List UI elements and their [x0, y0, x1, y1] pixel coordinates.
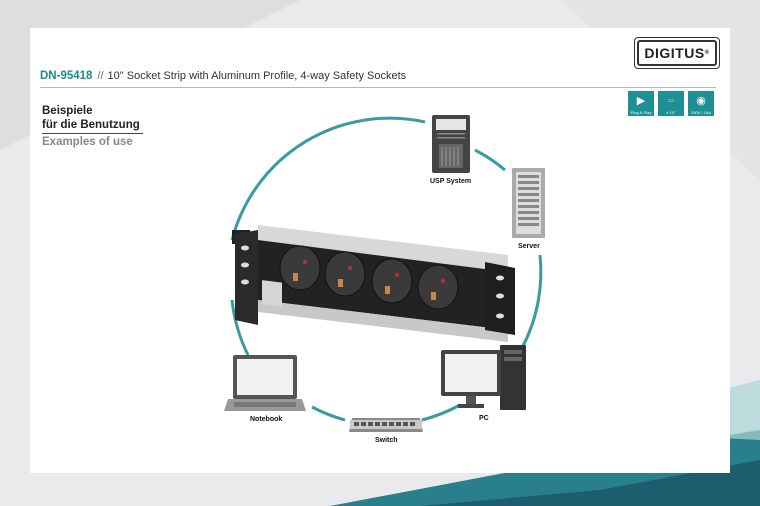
section-heading-english: Examples of use: [42, 136, 133, 148]
server-label: Server: [518, 243, 540, 250]
socket-strip-product: [232, 225, 515, 342]
badge-socket: ◉ 250V / 16A: [688, 91, 714, 116]
connection-arc: [230, 116, 426, 241]
pc-icon: [441, 345, 526, 410]
title-separator: //: [97, 70, 104, 82]
connection-arc: [474, 148, 506, 172]
badge-label: 250V / 16A: [691, 110, 711, 115]
product-code: DN-95418: [40, 70, 93, 82]
digitus-logo: DIGITUS®: [634, 37, 720, 69]
play-icon: ▶: [636, 95, 646, 107]
connection-arc: [230, 299, 250, 356]
heading-de-line1: Beispiele: [42, 105, 93, 117]
heading-de-line2: für die Benutzung: [42, 119, 140, 131]
switch-icon: [349, 418, 423, 432]
connection-arc: [421, 403, 461, 422]
product-title-row: DN-95418 //10" Socket Strip with Aluminum…: [40, 70, 716, 88]
badge-plug-and-play: ▶ Plug & Play: [628, 91, 654, 116]
switch-label: Switch: [375, 437, 398, 444]
heading-divider: [42, 133, 143, 134]
notebook-icon: [224, 355, 306, 411]
badge-label: Plug & Play: [630, 110, 652, 115]
rack-angle-icon: ▭: [668, 98, 674, 104]
pc-label: PC: [479, 415, 489, 422]
feature-badges: ▶ Plug & Play ▭ ± 10° ◉ 250V / 16A: [628, 91, 714, 116]
ups-icon: [432, 115, 470, 173]
section-heading-german: Beispiele für die Benutzung: [42, 104, 140, 132]
server-icon: [512, 168, 545, 238]
product-title: 10" Socket Strip with Aluminum Profile, …: [107, 70, 407, 82]
connection-arc: [311, 405, 346, 422]
badge-label: ± 10°: [666, 110, 676, 115]
connection-arc: [520, 254, 543, 349]
notebook-label: Notebook: [250, 416, 283, 423]
ups-label: USP System: [430, 178, 472, 185]
badge-angle: ▭ ± 10°: [658, 91, 684, 116]
socket-icon: ◉: [696, 95, 706, 107]
